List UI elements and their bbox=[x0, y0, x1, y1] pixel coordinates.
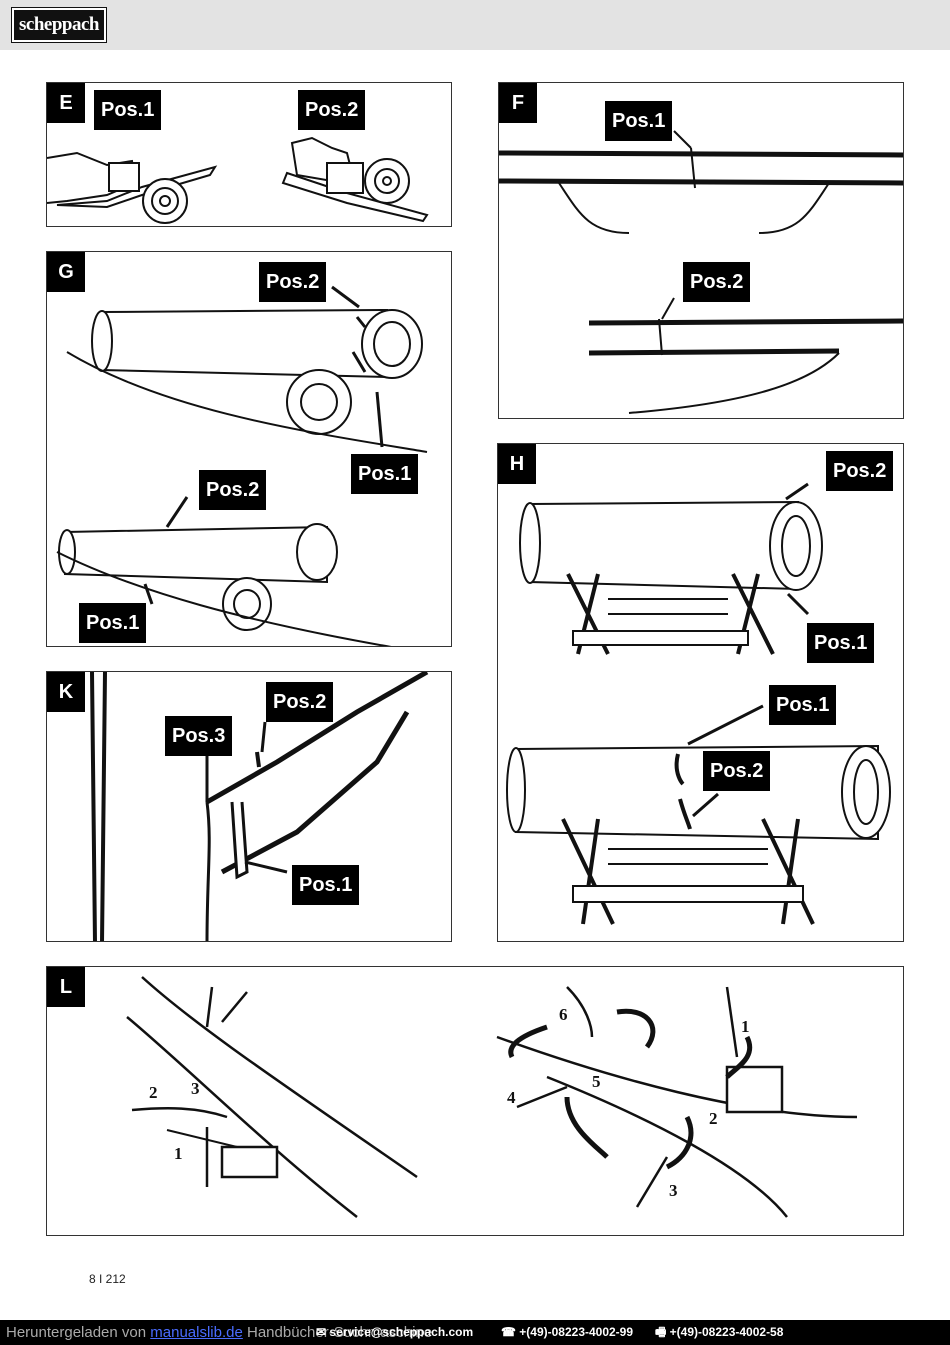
tree-limbing-illustration bbox=[126, 976, 858, 1218]
panel-letter: H bbox=[498, 444, 536, 484]
step-number: 4 bbox=[507, 1088, 516, 1107]
branch-cut-illustration bbox=[90, 672, 429, 941]
log-over-ditch-illustration bbox=[499, 130, 903, 414]
label-pos-2: Pos.2 bbox=[298, 90, 366, 130]
figure-panel-h: H Pos.2 Pos.1 Pos.1 Pos.2 bbox=[497, 443, 904, 942]
figure-panel-g: G Pos.2 Pos.1 Pos.2 Pos.1 bbox=[46, 251, 452, 647]
fax-contact: 🖷 +(49)-08223-4002-58 bbox=[655, 1325, 784, 1339]
log-on-sawhorse-illustration bbox=[506, 482, 891, 925]
label-pos-2: Pos.2 bbox=[266, 682, 334, 722]
panel-letter: K bbox=[47, 672, 85, 712]
label-pos-1: Pos.1 bbox=[605, 101, 673, 141]
phone-contact: ☎ +(49)-08223-4002-99 bbox=[501, 1325, 634, 1339]
step-number: 6 bbox=[559, 1005, 568, 1024]
label-pos-3: Pos.3 bbox=[165, 716, 233, 756]
step-number: 5 bbox=[592, 1072, 601, 1091]
step-number: 1 bbox=[174, 1144, 183, 1163]
figure-panel-f: F Pos.1 Pos.2 bbox=[498, 82, 904, 419]
download-prefix: Heruntergeladen von bbox=[6, 1324, 151, 1341]
manualslib-link[interactable]: manualslib.de bbox=[150, 1324, 243, 1341]
figure-panel-e: E Pos.1 Pos.2 bbox=[46, 82, 452, 227]
email-contact: ✉ service@scheppach.com bbox=[316, 1325, 474, 1339]
step-number: 3 bbox=[669, 1181, 678, 1200]
figure-panel-k: K Pos.2 Pos.3 Pos.1 bbox=[46, 671, 452, 942]
label-pos-1: Pos.1 bbox=[94, 90, 162, 130]
panel-letter: F bbox=[499, 83, 537, 123]
label-pos-2: Pos.2 bbox=[683, 262, 751, 302]
step-number: 2 bbox=[709, 1109, 718, 1128]
step-number: 3 bbox=[191, 1079, 200, 1098]
label-pos-1-top: Pos.1 bbox=[807, 623, 875, 663]
footer-bar: Heruntergeladen von manualslib.de Handbü… bbox=[0, 1320, 950, 1345]
brand-logo: scheppach bbox=[11, 7, 107, 43]
label-pos-1-top: Pos.1 bbox=[351, 454, 419, 494]
label-pos-1-bottom: Pos.1 bbox=[769, 685, 837, 725]
page-number: 8 I 212 bbox=[89, 1272, 126, 1286]
panel-letter: G bbox=[47, 252, 85, 292]
log-on-slope-illustration bbox=[56, 285, 428, 646]
chainsaw-illustration bbox=[47, 136, 429, 224]
header-bar: scheppach bbox=[0, 0, 950, 50]
label-pos-1-bottom: Pos.1 bbox=[79, 603, 147, 643]
figure-panel-l: L 2 3 1 6 1 5 4 2 3 bbox=[46, 966, 904, 1236]
download-suffix: Handbücher-Suchmaschine bbox=[242, 1324, 433, 1341]
label-pos-2-bottom: Pos.2 bbox=[703, 751, 771, 791]
download-notice: Heruntergeladen von manualslib.de Handbü… bbox=[6, 1320, 432, 1345]
panel-letter: L bbox=[47, 967, 85, 1007]
label-pos-2-top: Pos.2 bbox=[826, 451, 894, 491]
label-pos-2-top: Pos.2 bbox=[259, 262, 327, 302]
step-number: 2 bbox=[149, 1083, 158, 1102]
step-number: 1 bbox=[741, 1017, 750, 1036]
panel-letter: E bbox=[47, 83, 85, 123]
label-pos-2-bottom: Pos.2 bbox=[199, 470, 267, 510]
label-pos-1: Pos.1 bbox=[292, 865, 360, 905]
